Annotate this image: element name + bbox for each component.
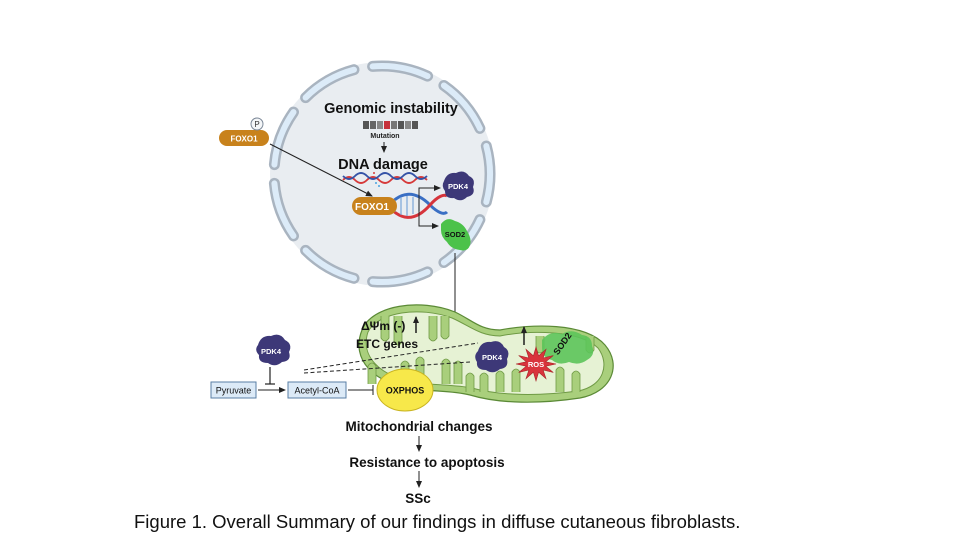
damaged-dna-icon — [342, 172, 428, 187]
transcription-arrows — [418, 185, 441, 229]
mutation-label: Mutation — [370, 133, 399, 140]
envelope-segment-lumen — [369, 268, 431, 285]
mito-changes-label: Mitochondrial changes — [345, 419, 492, 434]
pdk4-mito-protein: PDK4 — [475, 341, 509, 373]
phospho-foxo1: FOXO1 P — [219, 117, 269, 146]
foxo1-cyto-label: FOXO1 — [230, 135, 258, 144]
crista-fold — [495, 370, 505, 392]
apoptosis-resistance-label: Resistance to apoptosis — [349, 455, 504, 470]
foxo1-nuclear-pill — [352, 197, 397, 215]
crista-fold — [453, 360, 463, 384]
acetyl-coa-box: Acetyl-CoA — [287, 381, 347, 399]
crista-fold — [571, 370, 581, 392]
envelope-segment-lumen — [440, 82, 483, 132]
figure-caption: Figure 1. Overall Summary of our finding… — [134, 511, 741, 532]
ssc-label: SSc — [405, 491, 431, 506]
foxo1-dna-complex: FOXO1 — [352, 192, 449, 219]
acetylcoa-oxphos-inhibition — [348, 385, 374, 395]
sod2-nuclear-protein: SOD2 — [441, 219, 471, 251]
envelope-segment-lumen — [271, 180, 297, 239]
pyruvate-box: Pyruvate — [210, 381, 257, 399]
phosphate-label: P — [254, 120, 259, 129]
envelope-segment-lumen — [369, 63, 431, 80]
pyruvate-label: Pyruvate — [216, 386, 252, 396]
ros-label: ROS — [528, 360, 544, 369]
genomic-instability-label: Genomic instability — [324, 101, 458, 117]
crista-fold — [428, 316, 438, 342]
crista-fold — [367, 362, 377, 384]
envelope-segment-lumen — [483, 143, 493, 205]
crista-fold — [441, 358, 451, 384]
dashed-connector-lines — [303, 342, 479, 374]
acetyl-coa-label: Acetyl-CoA — [294, 386, 339, 396]
foxo1-nuclear-label: FOXO1 — [355, 202, 389, 213]
pdk4-nuclear-label: PDK4 — [448, 182, 469, 191]
envelope-segment-lumen — [302, 66, 357, 101]
pdk4-cytosolic-protein: PDK4 — [256, 334, 291, 366]
crista-fold — [465, 372, 475, 392]
oxphos-label: OXPHOS — [386, 386, 425, 396]
crista-fold — [440, 316, 450, 340]
cristae — [367, 316, 595, 392]
etc-genes-label: ETC genes — [356, 337, 418, 351]
foxo1-pill — [219, 130, 269, 146]
membrane-potential-label: ΔΨm (-) — [361, 319, 405, 333]
pdk4-cyto-label: PDK4 — [261, 347, 282, 356]
ros-burst: ROS — [515, 345, 557, 383]
sod2-nuclear-label: SOD2 — [445, 230, 465, 239]
pdk4-nuclear-protein: PDK4 — [442, 171, 474, 201]
nuclear-envelope — [268, 60, 496, 288]
envelope-segment-lumen — [302, 247, 357, 282]
crista-fold — [555, 366, 565, 392]
foxo1-translocation-arrow — [269, 143, 373, 197]
crista-fold — [479, 372, 489, 392]
mutation-icon — [363, 121, 418, 129]
oxphos-node: OXPHOS — [376, 368, 434, 412]
sod2-mito-protein: SOD2 — [542, 331, 594, 364]
pdk4-inhibition-bar — [265, 367, 275, 385]
crista-fold — [380, 316, 390, 342]
phosphate-badge — [250, 117, 264, 131]
envelope-segment-lumen — [271, 109, 297, 168]
crista-fold — [393, 316, 403, 346]
pdk4-mito-label: PDK4 — [482, 353, 503, 362]
dna-damage-label: DNA damage — [338, 157, 428, 173]
